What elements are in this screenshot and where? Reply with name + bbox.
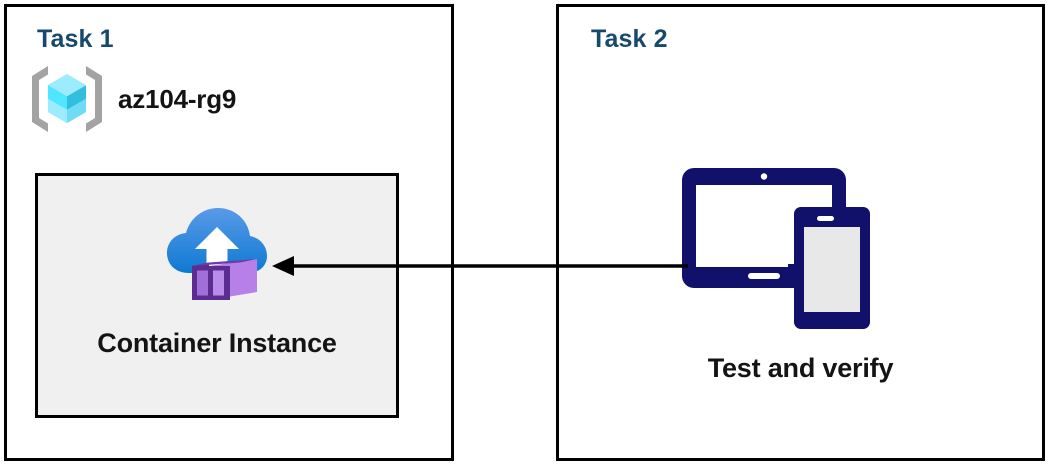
panel-task-1-title: Task 1 — [37, 25, 114, 53]
resource-group-row: az104-rg9 — [28, 62, 236, 136]
container-instance-label: Container Instance — [97, 328, 337, 358]
resource-group-name: az104-rg9 — [118, 83, 237, 114]
azure-container-instance-icon — [167, 208, 267, 300]
tablet-and-phone-devices-icon — [682, 168, 870, 329]
test-and-verify-label: Test and verify — [707, 353, 894, 383]
azure-resource-group-icon — [32, 66, 102, 132]
container-instance-card: Container Instance — [35, 173, 399, 418]
panel-task-2-title: Task 2 — [591, 25, 668, 53]
